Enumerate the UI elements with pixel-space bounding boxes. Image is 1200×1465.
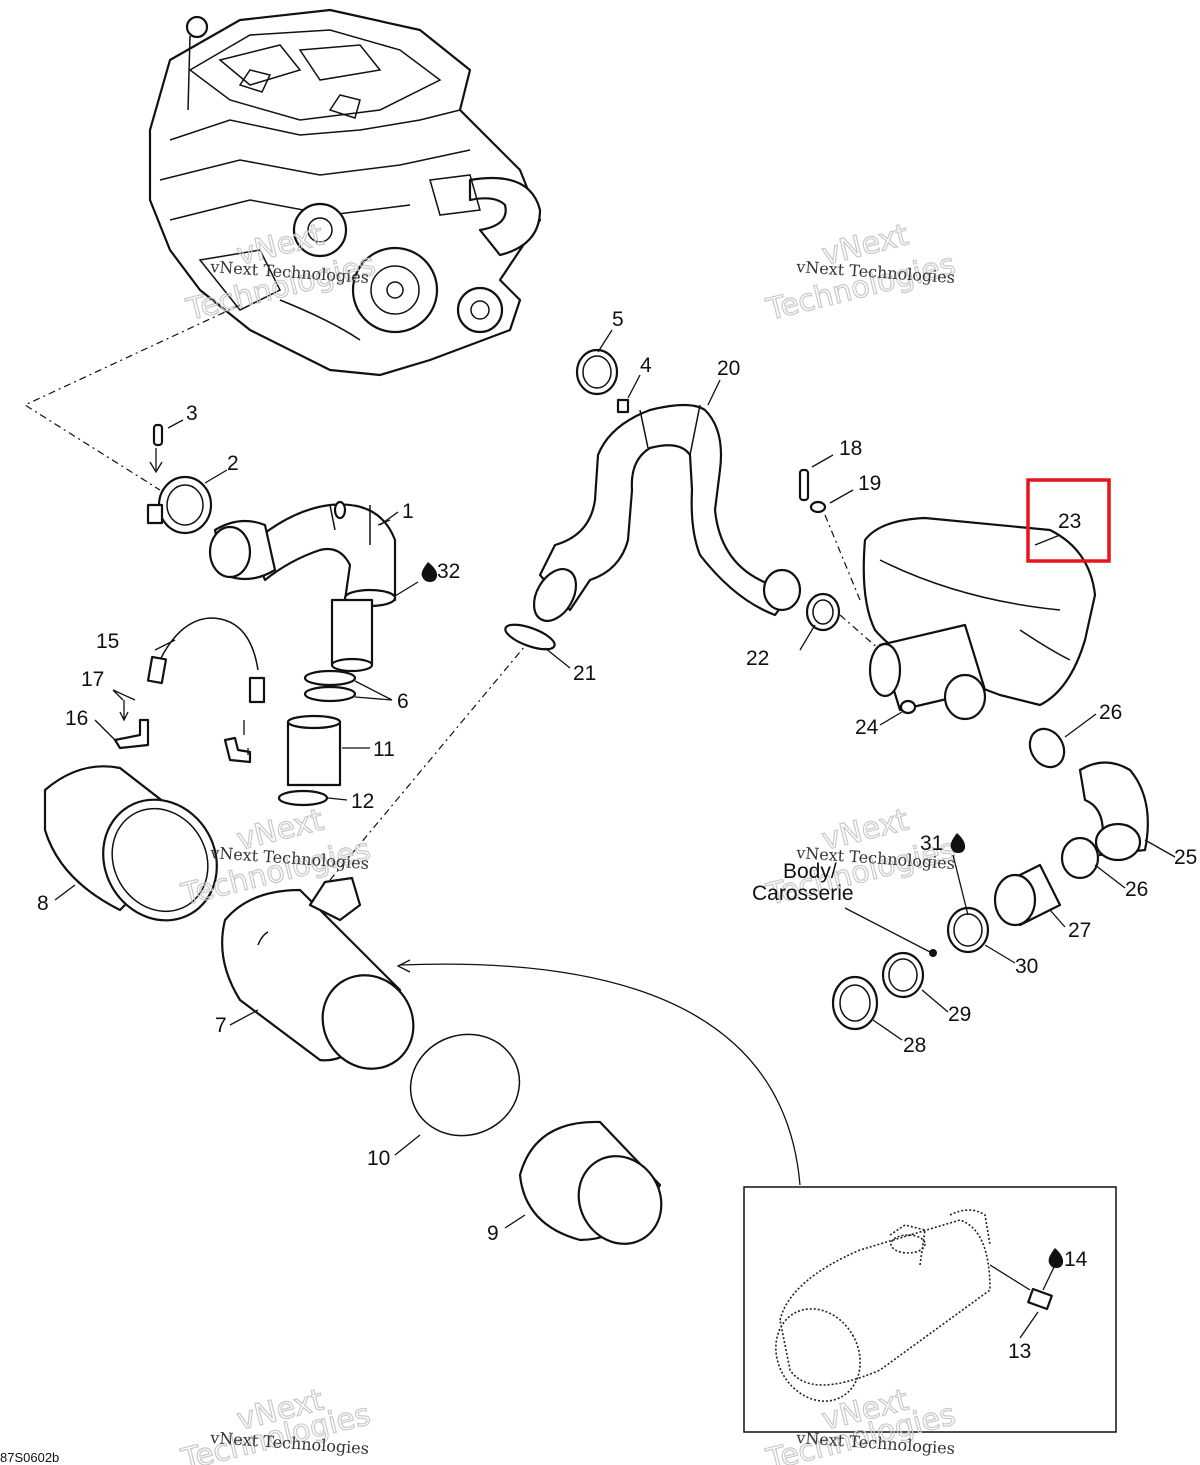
part-16-bracket-right: [223, 720, 252, 764]
callout-1: 1: [402, 500, 414, 523]
body-attachment-point: [929, 949, 937, 957]
part-3-pin: [149, 423, 164, 474]
part-5-clamp: [575, 348, 619, 396]
callout-26-lower: 26: [1125, 878, 1148, 901]
engine-illustration: [148, 8, 542, 377]
watermark-top-right: vNext Technologies vNext Technologies: [762, 217, 960, 329]
part-15-strap: [146, 617, 266, 704]
part-24-resonator: [868, 623, 987, 721]
part-26-clamp-lower: [1060, 836, 1100, 880]
callout-4: 4: [640, 354, 652, 377]
part-27-outlet: [993, 863, 1062, 927]
callout-10: 10: [367, 1147, 390, 1170]
callout-19: 19: [858, 472, 881, 495]
callout-5: 5: [612, 308, 624, 331]
part-1-exhaust-pipe: [248, 500, 397, 673]
oil-drop-icon: [1048, 1248, 1064, 1268]
callout-leaders: [54, 329, 1176, 1339]
assembly-line-muffler: [329, 639, 531, 881]
assembly-line-engine: [23, 304, 241, 491]
callout-11: 11: [373, 738, 395, 761]
part-1-flange: [208, 519, 277, 581]
callout-24: 24: [855, 716, 879, 739]
part-20-exhaust-pipe: [532, 403, 802, 622]
callout-9: 9: [487, 1222, 499, 1245]
callout-30: 30: [1015, 955, 1038, 978]
oil-drop-icon: [950, 833, 966, 853]
callout-29: 29: [948, 1003, 971, 1026]
part-8-muffler-shell: [43, 765, 218, 922]
part-4-bolt: [616, 398, 630, 414]
callout-3: 3: [186, 402, 198, 425]
assembly-arrow-inset: [396, 959, 801, 1186]
part-6-clamps: [303, 669, 357, 703]
highlight-part-23[interactable]: 23: [1026, 478, 1111, 563]
part-9-end-cap: [518, 1120, 663, 1245]
callout-13: 13: [1008, 1340, 1031, 1363]
assembly-line-bolt: [824, 514, 861, 601]
callout-17: 17: [81, 668, 104, 691]
part-29-gasket: [881, 951, 925, 999]
part-25-elbow: [1078, 761, 1149, 862]
callout-31: 31: [920, 832, 943, 855]
callout-14: 14: [1064, 1248, 1088, 1271]
callout-32: 32: [437, 560, 460, 583]
body-label-line1: Body/: [783, 860, 837, 883]
callout-27: 27: [1068, 919, 1091, 942]
figure-code: 87S0602b: [0, 1450, 59, 1465]
callout-12: 12: [351, 790, 374, 813]
callout-20: 20: [717, 357, 740, 380]
part-21-clamp: [504, 623, 556, 651]
part-16-bracket-left: [113, 700, 150, 750]
callout-6: 6: [397, 690, 409, 713]
part-22-clamp: [805, 592, 841, 632]
callout-15: 15: [96, 630, 119, 653]
oil-drop-icon: [421, 562, 438, 582]
part-7-muffler: [221, 876, 415, 1070]
callout-26-upper: 26: [1099, 701, 1122, 724]
part-28-nut-ring: [831, 975, 879, 1031]
callout-18: 18: [839, 437, 862, 460]
callout-23: 23: [1058, 510, 1081, 533]
callout-labels: 1 2 3 4 5 6 7 8 9 10 11 12 13 14 15 16 1…: [37, 308, 1197, 1363]
watermark-bottom-left: vNext Technologies vNext Technologies: [177, 1382, 375, 1465]
part-19-washer: [809, 500, 827, 514]
callout-7: 7: [215, 1014, 227, 1037]
callout-16: 16: [65, 707, 88, 730]
callout-25: 25: [1174, 846, 1197, 869]
highlight-box: [1026, 478, 1111, 563]
callout-28: 28: [903, 1034, 926, 1057]
callout-8: 8: [37, 892, 49, 915]
body-label-line2: Carosserie: [752, 882, 854, 905]
callout-21: 21: [573, 662, 596, 685]
inset-detail: [743, 1186, 1117, 1433]
part-2-clamp: [146, 475, 213, 535]
part-26-clamp-upper: [1028, 727, 1066, 769]
callout-22: 22: [746, 647, 769, 670]
part-10-clamp-ring: [409, 1033, 521, 1137]
callout-2: 2: [227, 452, 239, 475]
part-12-clamp: [277, 789, 329, 807]
part-18-bolt: [798, 468, 810, 502]
part-11-sleeve: [286, 714, 342, 787]
